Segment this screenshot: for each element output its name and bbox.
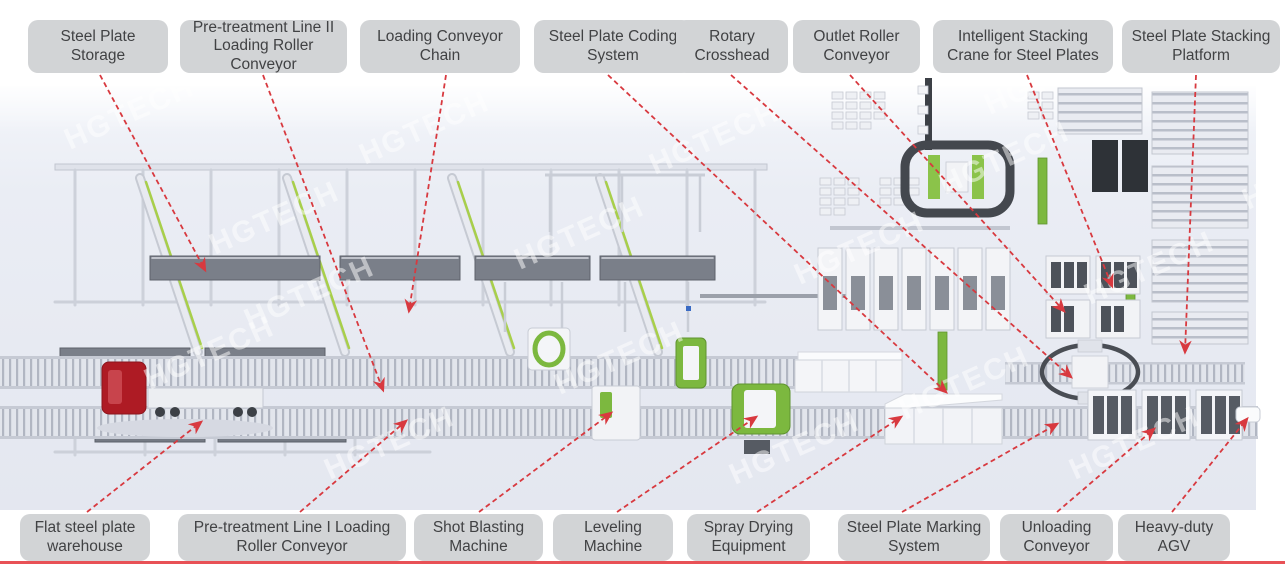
callout-heavy-duty-agv: Heavy-duty AGV bbox=[1118, 514, 1230, 561]
callout-shot-blasting-machine: Shot Blasting Machine bbox=[414, 514, 543, 561]
stacking-platforms bbox=[1087, 389, 1243, 441]
arrow-marking-system bbox=[901, 422, 1060, 513]
factory-floor bbox=[0, 86, 1256, 510]
callout-flat-steel-warehouse: Flat steel plate warehouse bbox=[20, 514, 150, 561]
callout-loading-conveyor-chain: Loading Conveyor Chain bbox=[360, 20, 520, 73]
shot-blasting-machine bbox=[527, 327, 641, 441]
upper-roller-conveyor bbox=[0, 356, 1245, 389]
dark-control-panels bbox=[1092, 140, 1148, 192]
storage-rack-banks bbox=[1057, 87, 1249, 345]
arrow-steel-plate-storage bbox=[99, 74, 207, 273]
callout-pretreatment-line-2: Pre-treatment Line II Loading Roller Con… bbox=[180, 19, 347, 73]
arrow-stacking-platform bbox=[1179, 74, 1197, 355]
callout-coding-system: Steel Plate Coding System bbox=[534, 20, 692, 73]
pallet-clusters bbox=[819, 91, 1054, 216]
callout-steel-plate-storage: Steel Plate Storage bbox=[28, 20, 168, 73]
callout-marking-system: Steel Plate Marking System bbox=[838, 514, 990, 561]
callout-outlet-roller-conveyor: Outlet Roller Conveyor bbox=[793, 20, 920, 73]
spray-drying-coding-enclosure bbox=[884, 393, 1003, 445]
delivery-truck bbox=[97, 361, 273, 437]
callout-rotary-crosshead: Rotary Crosshead bbox=[676, 20, 788, 73]
callout-leveling-machine: Leveling Machine bbox=[553, 514, 673, 561]
arrow-leveling-machine bbox=[616, 415, 759, 513]
arrow-outlet-roller-conveyor bbox=[849, 74, 1066, 314]
callout-spray-drying: Spray Drying Equipment bbox=[687, 514, 810, 561]
heavy-duty-agv bbox=[1235, 406, 1261, 423]
callout-stacking-platform: Steel Plate Stacking Platform bbox=[1122, 20, 1280, 73]
callout-stacking-crane: Intelligent Stacking Crane for Steel Pla… bbox=[933, 20, 1113, 73]
arrow-spray-drying bbox=[756, 415, 904, 513]
bottom-red-rule bbox=[0, 561, 1285, 564]
upper-line-green-machine bbox=[675, 306, 707, 389]
callout-unloading-conveyor: Unloading Conveyor bbox=[1000, 514, 1113, 561]
arrow-unloading-conveyor bbox=[1056, 427, 1157, 513]
arrow-loading-conveyor-chain bbox=[404, 74, 447, 314]
arrow-pretreatment-line-1 bbox=[299, 419, 409, 513]
upper-white-enclosure bbox=[794, 351, 903, 393]
callout-pretreatment-line-1: Pre-treatment Line I Loading Roller Conv… bbox=[178, 514, 406, 561]
callout-arrows bbox=[86, 74, 1249, 513]
arrow-flat-steel-warehouse bbox=[86, 420, 204, 513]
arrow-coding-system bbox=[607, 74, 948, 394]
racetrack-transfer-loop bbox=[830, 78, 1015, 230]
arrow-pretreatment-line-2 bbox=[262, 74, 385, 393]
arrow-shot-blasting bbox=[478, 411, 614, 513]
arrow-heavy-duty-agv bbox=[1171, 416, 1249, 513]
arrow-rotary-crosshead bbox=[730, 74, 1074, 379]
arrow-stacking-crane bbox=[1026, 74, 1114, 289]
